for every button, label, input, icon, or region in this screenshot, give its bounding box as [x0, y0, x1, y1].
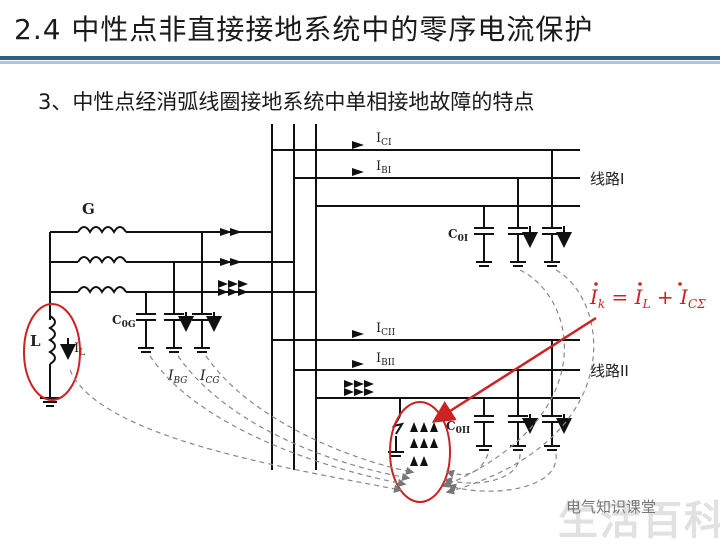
line-i-label: 线路I [590, 170, 624, 188]
generator-windings [49, 226, 316, 320]
coil-highlight-ellipse [23, 303, 81, 401]
line-ii-current-arrows [344, 330, 374, 396]
fault-highlight-ellipse [389, 401, 451, 503]
gen-capacitance-label: C0G [112, 313, 136, 330]
line-i-capacitance-label: C0I [448, 227, 468, 244]
fault-current-arrows [410, 422, 438, 466]
line-ii-capacitance-label: C0II [446, 419, 470, 436]
line-i-current-arrows [352, 141, 364, 176]
coil-label: L [30, 332, 41, 350]
main-buses [271, 124, 317, 470]
return-current-paths [69, 269, 595, 495]
gen-current-c-label: ICG [199, 368, 220, 386]
gen-current-b-label: IBG [167, 368, 188, 386]
title-rule [0, 56, 720, 60]
coil-current-label: IL [74, 341, 85, 358]
line-i-current-c-label: ICI [376, 131, 392, 148]
arc-suppression-coil [40, 315, 76, 407]
line-ii-label: 线路II [590, 362, 629, 380]
slide-title: 2.4 中性点非直接接地系统中的零序电流保护 [14, 13, 594, 46]
watermark-logo: 生活百科 [558, 498, 720, 544]
generator-current-arrows [218, 228, 248, 296]
generator-capacitors [136, 232, 222, 353]
slide-subtitle: 3、中性点经消弧线圈接地系统中单相接地故障的特点 [38, 90, 535, 114]
generator-label: G [82, 200, 95, 218]
line-ii-current-b-label: IBII [376, 351, 395, 368]
line-ii-current-c-label: ICII [376, 321, 396, 338]
phasor-dots [594, 282, 682, 286]
line-ii-feeders [272, 339, 580, 457]
formula-pointer-arrow [431, 316, 597, 423]
title-rule-accent [0, 61, 720, 64]
watermark-channel: 电气知识课堂 [566, 498, 657, 516]
line-i-feeders [272, 149, 580, 267]
line-i-current-b-label: IBI [376, 159, 392, 176]
fault-current-formula: Ik = IL + ICΣ [589, 285, 706, 311]
